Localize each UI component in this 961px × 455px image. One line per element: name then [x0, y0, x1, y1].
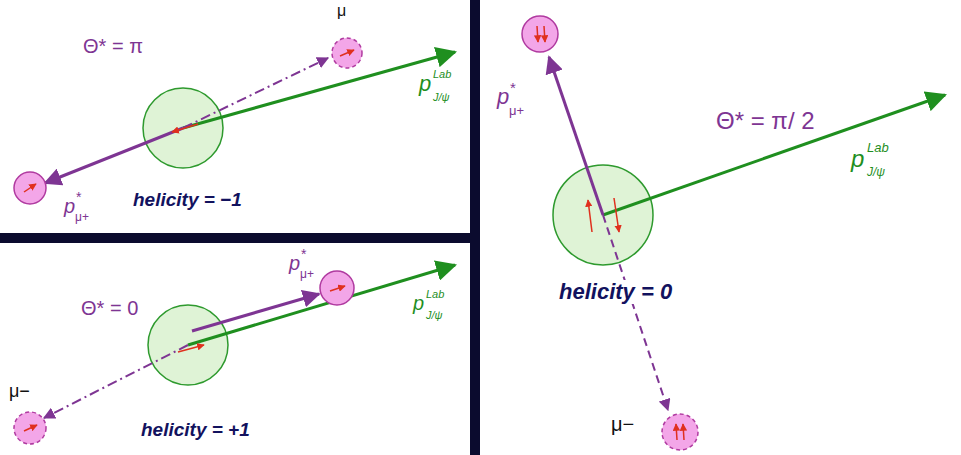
jpsi-momentum	[188, 265, 455, 345]
panel	[0, 243, 470, 455]
muon-circle	[14, 412, 46, 444]
momentum-label: p	[412, 292, 425, 314]
helicity-label: helicity = 0	[558, 280, 673, 304]
spin-arrow	[340, 50, 354, 56]
spin-arrow	[614, 198, 619, 232]
momentum-superscript: Lab	[432, 68, 452, 80]
momentum-subscript: μ+	[74, 211, 90, 224]
muon-line	[603, 215, 668, 410]
spin-arrow	[683, 424, 684, 440]
muon-line	[44, 345, 188, 418]
spin-arrow	[676, 424, 677, 440]
panel	[480, 0, 961, 455]
particle-label: μ−	[610, 413, 635, 435]
spin-arrow	[178, 345, 204, 352]
muon-line	[183, 58, 328, 128]
spin-arrow	[537, 26, 538, 42]
momentum-subscript: J/ψ	[425, 309, 444, 321]
muon-circle	[14, 172, 46, 204]
muon-circle	[662, 414, 698, 450]
momentum-label: p	[496, 85, 510, 109]
momentum-superscript: Lab	[425, 288, 445, 300]
helicity-label: helicity = −1	[132, 190, 243, 211]
spin-arrow	[172, 124, 198, 132]
muon-circle	[522, 16, 558, 52]
jpsi-momentum	[183, 52, 455, 128]
momentum-subscript: μ+	[299, 268, 315, 281]
spin-arrow	[330, 286, 345, 291]
momentum-label: p	[63, 195, 76, 217]
momentum-subscript: J/ψ	[866, 166, 886, 179]
momentum-label: p	[288, 252, 301, 274]
momentum-label: p	[418, 72, 432, 96]
spin-arrow	[544, 26, 545, 42]
angle-label: Θ* = π	[82, 35, 144, 57]
spin-arrow	[24, 184, 36, 192]
jpsi-momentum	[603, 95, 945, 215]
muon-momentum	[549, 57, 603, 215]
helicity-label: helicity = +1	[140, 420, 251, 441]
panel	[0, 0, 470, 233]
jpsi-circle	[143, 88, 223, 168]
momentum-superscript: *	[300, 247, 307, 262]
muon-circle	[332, 38, 362, 68]
momentum-superscript: Lab	[866, 141, 890, 155]
muon-momentum	[192, 294, 319, 331]
angle-label: Θ* = π/ 2	[715, 108, 816, 134]
particle-label: μ−	[8, 382, 31, 402]
momentum-superscript: *	[75, 190, 82, 205]
spin-arrow	[588, 200, 592, 232]
muon-circle	[320, 271, 354, 305]
momentum-subscript: J/ψ	[432, 91, 451, 103]
momentum-subscript: μ+	[508, 104, 525, 118]
muon-momentum	[45, 128, 183, 183]
momentum-label: p	[850, 146, 865, 172]
angle-label: Θ* = 0	[80, 297, 139, 319]
particle-label: μ	[336, 2, 347, 20]
spin-arrow	[24, 425, 37, 431]
momentum-superscript: *	[509, 80, 517, 97]
